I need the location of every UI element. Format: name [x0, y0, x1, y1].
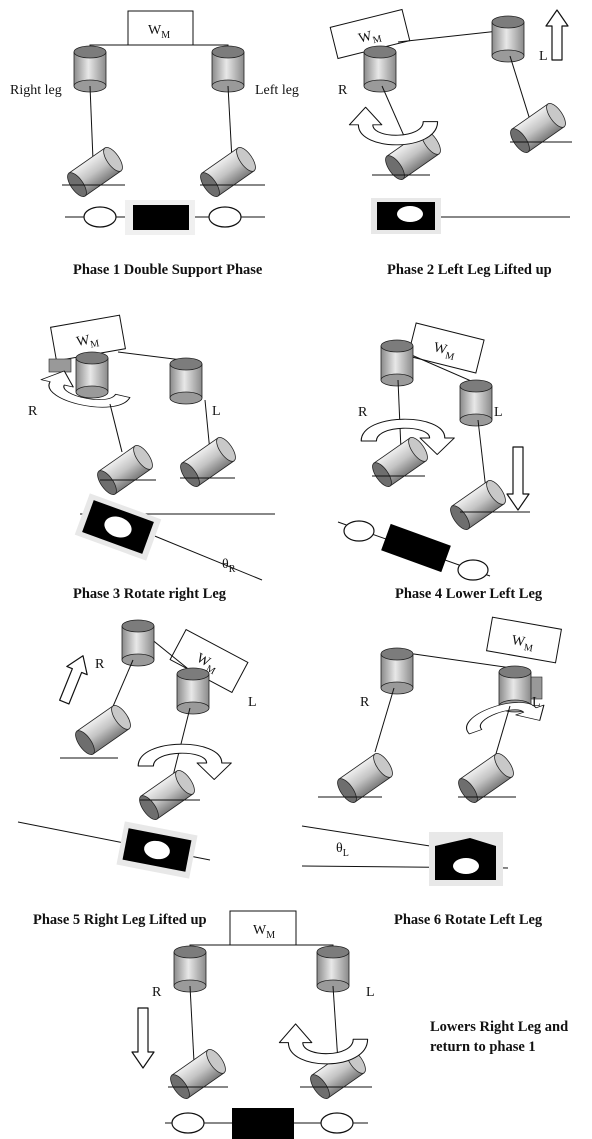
left-marker — [320, 1112, 354, 1134]
right-hip-cylinder — [363, 45, 397, 93]
right-hip-cylinder — [380, 339, 414, 387]
mass-box — [229, 910, 297, 946]
left-leg-label: Left leg — [255, 83, 299, 98]
left-marker — [457, 559, 489, 581]
left-foot — [176, 434, 240, 490]
phase-4-panel: WM R L — [337, 322, 530, 581]
final-panel: WM R L — [131, 910, 375, 1139]
lower-down-arrow — [131, 1007, 155, 1069]
rotation-arrow — [278, 1023, 369, 1065]
right-foot — [93, 442, 157, 498]
l-label: L — [248, 695, 257, 710]
phase-5-panel: WM R L — [17, 619, 257, 879]
right-foot — [71, 702, 135, 758]
right-hip-cylinder — [75, 351, 109, 399]
lower-down-arrow — [506, 446, 530, 511]
left-hip-cylinder — [491, 15, 525, 63]
right-marker — [208, 206, 242, 228]
left-marker — [83, 206, 117, 228]
support-polygon — [133, 205, 189, 230]
theta-r-label: θR — [222, 557, 236, 575]
mass-label: WM — [148, 23, 170, 41]
r-label: R — [28, 404, 38, 419]
caption-final-line-1: Lowers Right Leg and — [430, 1019, 568, 1035]
left-hip-cylinder — [176, 667, 210, 715]
caption-phase-1: Phase 1 Double Support Phase — [73, 262, 263, 278]
theta-l-label: θL — [336, 841, 349, 859]
right-foot — [63, 144, 127, 200]
mass-box — [127, 10, 194, 46]
caption-phase-6: Phase 6 Rotate Left Leg — [394, 912, 543, 928]
left-hip-cylinder — [459, 379, 493, 427]
right-hip-cylinder — [121, 619, 155, 667]
phase-6-panel: WM R L θL — [301, 616, 562, 886]
support-polygon — [381, 523, 451, 573]
right-foot — [368, 434, 432, 490]
mass-label: WM — [357, 27, 383, 50]
lift-up-arrow — [545, 9, 569, 61]
caption-phase-4: Phase 4 Lower Left Leg — [395, 586, 543, 602]
mass-label: WM — [253, 923, 275, 941]
left-hip-cylinder — [316, 945, 350, 993]
l-label: L — [212, 404, 221, 419]
right-marker — [171, 1112, 205, 1134]
r-label: R — [358, 405, 368, 420]
mass-box — [407, 322, 485, 374]
caption-phase-3: Phase 3 Rotate right Leg — [73, 586, 227, 602]
mass-label: WM — [75, 331, 100, 353]
left-hip-cylinder — [211, 45, 245, 93]
phase-1-panel: WM Right leg Left leg — [10, 10, 299, 235]
right-marker — [343, 520, 375, 542]
right-hip-cylinder — [173, 945, 207, 993]
support-polygon — [232, 1108, 294, 1139]
l-label: L — [494, 405, 503, 420]
left-foot — [196, 144, 260, 200]
mass-label: WM — [510, 633, 535, 655]
mass-box — [486, 616, 562, 664]
r-label: R — [338, 83, 348, 98]
left-hip-cylinder — [169, 357, 203, 405]
caption-phase-5: Phase 5 Right Leg Lifted up — [33, 912, 207, 928]
phase-2-panel: WM R L — [329, 8, 572, 234]
caption-phase-2: Phase 2 Left Leg Lifted up — [387, 262, 552, 278]
r-label: R — [360, 695, 370, 710]
r-label: R — [95, 657, 105, 672]
l-label: L — [366, 985, 375, 1000]
r-label: R — [152, 985, 162, 1000]
caption-final-line-2: return to phase 1 — [430, 1039, 536, 1055]
mass-label: WM — [431, 340, 457, 363]
left-foot — [135, 767, 199, 823]
lift-up-arrow — [59, 655, 88, 705]
l-label: L — [532, 695, 541, 710]
right-foot — [166, 1046, 230, 1102]
left-foot — [506, 100, 570, 156]
left-foot — [446, 477, 510, 533]
right-leg-label: Right leg — [10, 83, 62, 98]
right-hip-cylinder — [380, 647, 414, 695]
l-label: L — [539, 49, 548, 64]
right-hip-cylinder — [73, 45, 107, 93]
phase-3-panel: WM R L θR — [28, 314, 275, 581]
